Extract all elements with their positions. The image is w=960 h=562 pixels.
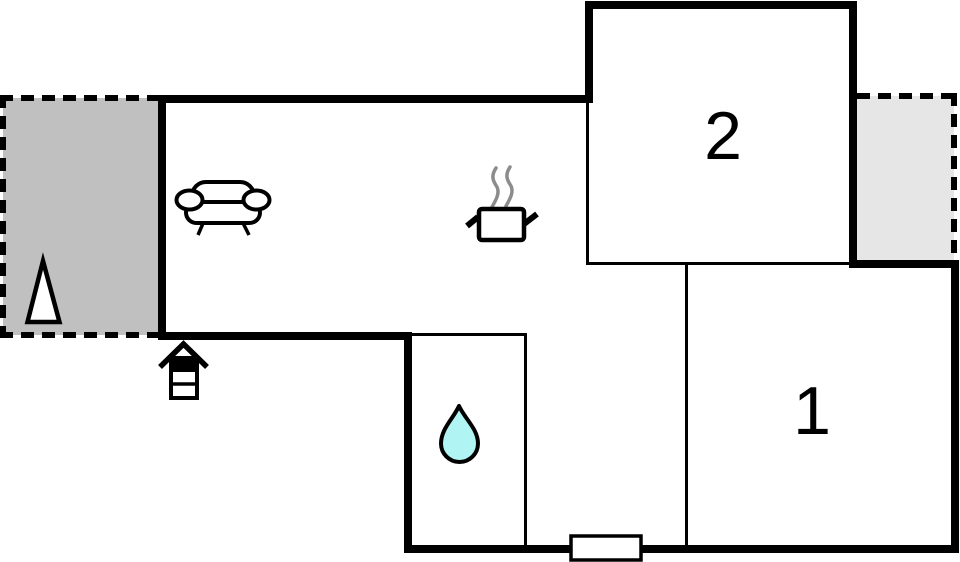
bathroom-top-wall bbox=[412, 333, 527, 336]
right-terrace bbox=[856, 96, 954, 263]
bedroom2-right-wall bbox=[849, 1, 857, 267]
tree-shape bbox=[24, 252, 63, 325]
cooking-pot-icon bbox=[465, 165, 539, 243]
living-room-left-wall bbox=[158, 95, 166, 340]
bedroom2-top-wall bbox=[585, 1, 857, 9]
living-room-bottom-wall bbox=[158, 332, 412, 340]
steam-line-right bbox=[504, 165, 514, 208]
tree-icon bbox=[24, 252, 63, 325]
bedroom2-bottom-wall bbox=[586, 262, 853, 265]
bathroom-left-wall bbox=[404, 332, 412, 553]
steam-line-left bbox=[490, 166, 500, 209]
bedroom1-left-wall bbox=[685, 262, 688, 548]
room-label-2: 2 bbox=[704, 98, 742, 174]
sofa-armrest-left bbox=[174, 188, 205, 212]
grill-firebox bbox=[170, 357, 198, 372]
pot-body bbox=[476, 206, 527, 243]
window-icon bbox=[569, 534, 643, 562]
room-labels: 12 bbox=[704, 98, 831, 449]
pot-handle-left bbox=[465, 214, 480, 229]
bathroom-right-wall bbox=[524, 333, 527, 548]
walls bbox=[158, 1, 959, 553]
barbecue-grill-icon bbox=[158, 340, 209, 400]
water-drop-icon bbox=[439, 404, 480, 464]
window-shape bbox=[569, 534, 643, 562]
water-drop-shape bbox=[439, 404, 480, 464]
living-room-top-wall bbox=[158, 95, 592, 103]
terraces bbox=[3, 96, 954, 335]
grill-roof bbox=[158, 340, 209, 369]
left-terrace bbox=[3, 98, 159, 335]
east-wall bbox=[951, 260, 959, 553]
bedroom2-left-wall-lower bbox=[586, 95, 589, 265]
sofa-seat bbox=[184, 200, 262, 225]
bedroom2-left-wall-upper bbox=[585, 1, 593, 103]
terrace-dashed-boundaries bbox=[0, 93, 957, 338]
south-wall bbox=[404, 545, 959, 553]
sofa-armrest-right bbox=[241, 188, 272, 212]
room-label-1: 1 bbox=[793, 373, 831, 449]
sofa-icon bbox=[174, 180, 272, 236]
right-terrace-bottom-wall bbox=[849, 260, 959, 268]
